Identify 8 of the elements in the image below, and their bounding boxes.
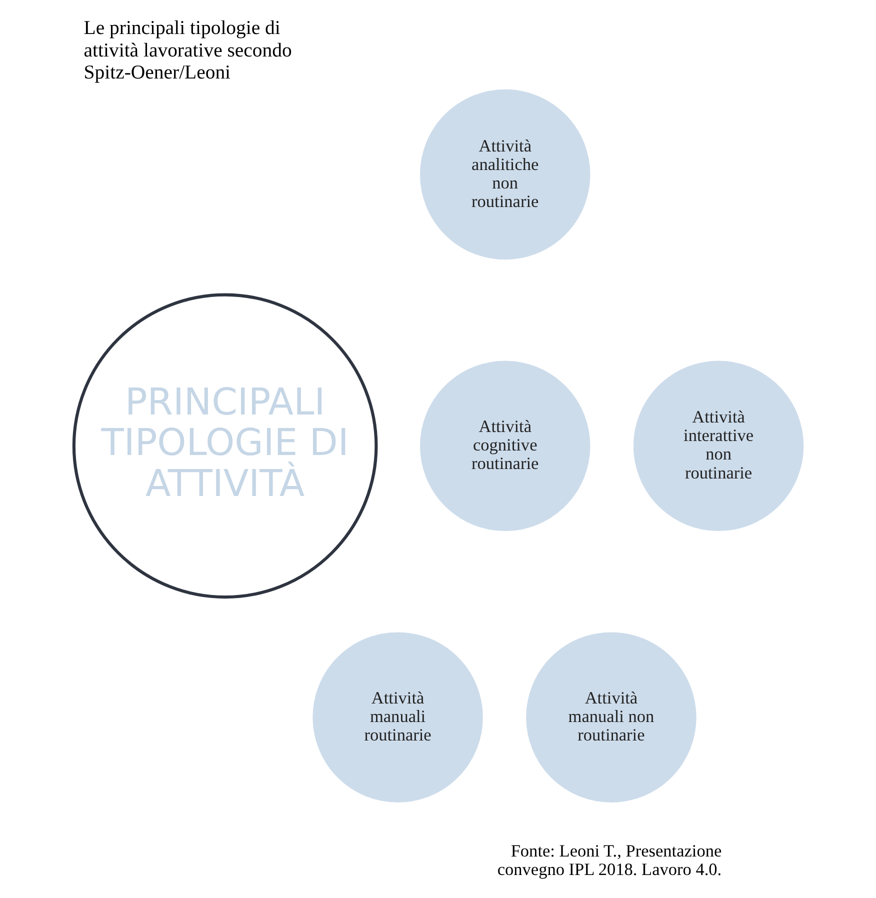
node-circle: Attività interattive non routinarie (632, 360, 804, 532)
node-circle: PRINCIPALI TIPOLOGIE DI ATTIVITÀ (72, 293, 378, 599)
caption: Fonte: Leoni T., Presentazione convegno IPL 2018. Lavoro 4.0. (496, 841, 722, 879)
node-circle: Attività analitiche non routinarie (420, 89, 590, 260)
node-circle: Attività cognitive routinarie (420, 360, 590, 532)
node-circle: Attività manuali non routinarie (526, 632, 696, 802)
node-circle: Attività manuali routinarie (312, 632, 482, 802)
diagram-title: Le principali tipologie di attività lavorative secondo Spitz-Oener/Leoni (83, 17, 292, 84)
